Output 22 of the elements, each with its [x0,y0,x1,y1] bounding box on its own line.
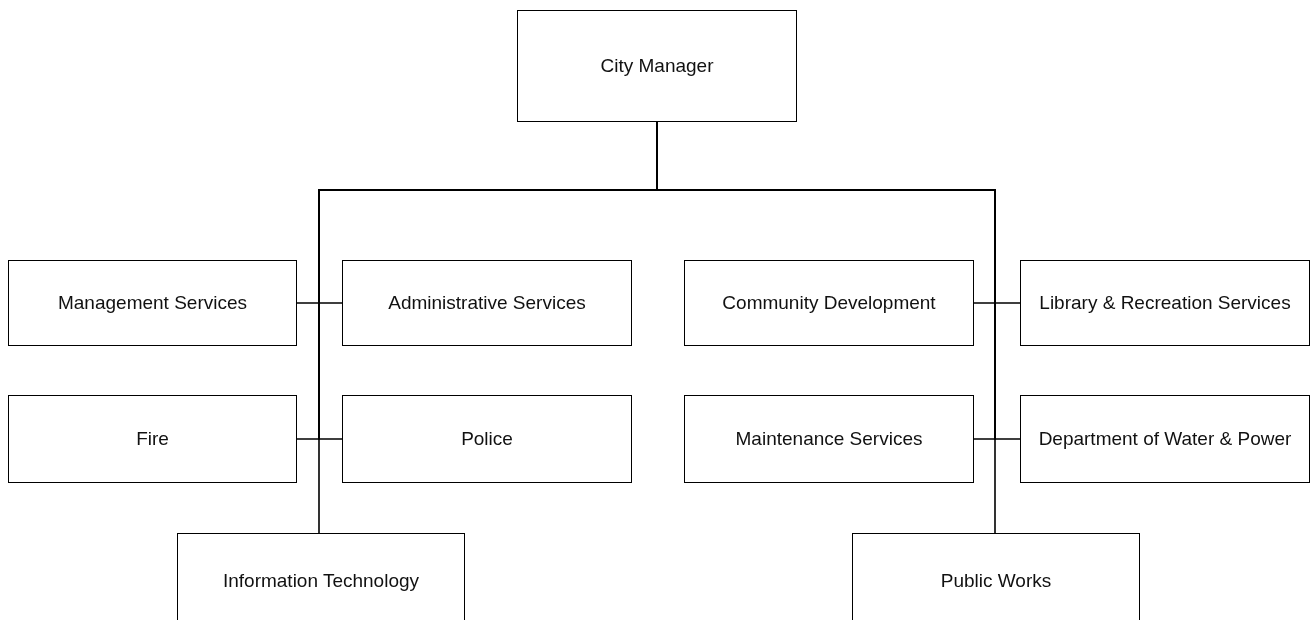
box-label: Community Development [722,291,936,315]
org-box [342,395,632,483]
box-label: Administrative Services [388,291,586,315]
org-box [517,10,797,122]
box-label: Police [461,427,513,451]
box-label: City Manager [600,54,714,78]
org-box [1020,395,1310,483]
org-box [684,260,974,346]
box-label: Fire [136,427,169,451]
org-box [684,395,974,483]
box-label: Information Technology [222,568,420,593]
org-box [1020,260,1310,346]
org-box [8,260,297,346]
box-label: Management Services [57,291,247,315]
org-box [342,260,632,346]
org-box [177,533,465,620]
org-box [852,533,1140,620]
box-label: Library & Recreation Services [1039,291,1291,315]
org-box [8,395,297,483]
box-label: Public Works [940,568,1052,593]
box-label: Department of Water & Power [1038,427,1292,451]
box-label: Maintenance Services [735,427,923,451]
